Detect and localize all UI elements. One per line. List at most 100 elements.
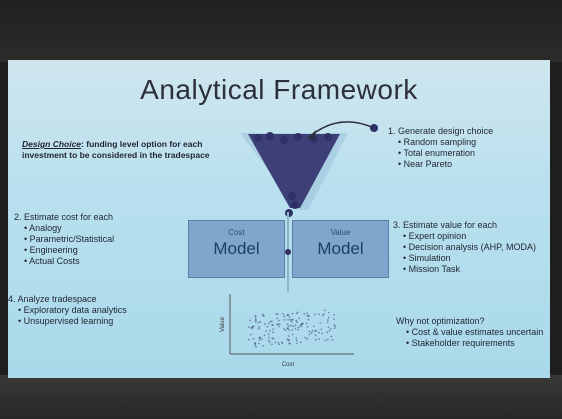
scatter-point bbox=[247, 326, 250, 328]
scatter-point bbox=[292, 325, 295, 328]
scatter-point bbox=[333, 313, 335, 316]
list-item: Cost & value estimates uncertain bbox=[406, 327, 546, 338]
scatter-point bbox=[310, 331, 313, 334]
list-item: Mission Task bbox=[403, 264, 545, 275]
scatter-point bbox=[278, 325, 280, 328]
funnel-dot bbox=[254, 134, 262, 142]
scatter-point bbox=[300, 325, 302, 328]
scatter-point bbox=[321, 314, 324, 317]
scatter-point bbox=[254, 342, 256, 345]
room-background-bottom bbox=[0, 375, 562, 419]
scatter-point bbox=[303, 313, 306, 315]
scatter-point bbox=[306, 337, 309, 340]
scatter-point bbox=[287, 339, 290, 341]
scatter-point bbox=[283, 315, 286, 318]
scatter-point bbox=[258, 328, 260, 330]
scatter-point bbox=[254, 316, 257, 319]
list-item: Near Pareto bbox=[398, 159, 548, 170]
scatter-point bbox=[271, 343, 273, 346]
scatter-point bbox=[323, 309, 326, 312]
funnel-dot bbox=[324, 133, 332, 141]
value-model-box: Value Model bbox=[292, 220, 389, 278]
scatter-point bbox=[278, 343, 281, 346]
funnel-shape bbox=[248, 134, 340, 208]
scatter-point bbox=[287, 325, 290, 328]
cost-model-small-label: Cost bbox=[228, 228, 245, 237]
scatter-point bbox=[326, 331, 329, 334]
step4-heading: 4. Analyze tradespace bbox=[8, 294, 97, 304]
scatter-point bbox=[294, 327, 297, 330]
step1-block: 1. Generate design choice Random samplin… bbox=[388, 126, 548, 170]
scatter-point bbox=[291, 333, 294, 336]
scatter-point bbox=[308, 315, 310, 317]
list-item: Unsupervised learning bbox=[18, 316, 188, 327]
scatter-point bbox=[267, 339, 270, 342]
scatter-point bbox=[297, 328, 299, 331]
scatter-point bbox=[313, 325, 315, 327]
scatter-point bbox=[320, 328, 323, 331]
scatter-point bbox=[268, 336, 270, 339]
scatter-point bbox=[331, 339, 334, 341]
step3-block: 3. Estimate value for each Expert opinio… bbox=[393, 220, 545, 275]
funnel-dot bbox=[294, 133, 302, 141]
scatter-point bbox=[290, 319, 293, 321]
scatter-point bbox=[305, 322, 308, 325]
scatter-point bbox=[295, 319, 298, 322]
scatter-point bbox=[277, 342, 280, 344]
scatter-point bbox=[306, 312, 309, 315]
value-model-label: Model bbox=[317, 239, 364, 258]
model-connector-dot bbox=[285, 249, 291, 255]
scatter-point bbox=[328, 329, 331, 332]
scatter-point bbox=[319, 322, 322, 324]
scatter-point bbox=[296, 321, 299, 324]
list-item: Simulation bbox=[403, 253, 545, 264]
scatter-point bbox=[333, 324, 336, 327]
scatter-point bbox=[300, 341, 302, 344]
scatter-point bbox=[254, 318, 257, 321]
scatter-point bbox=[259, 336, 261, 339]
scatter-point bbox=[263, 323, 266, 325]
scatter-y-label: Value bbox=[220, 316, 226, 332]
scatter-point bbox=[295, 337, 298, 340]
list-item: Random sampling bbox=[398, 137, 548, 148]
scatter-point bbox=[269, 320, 272, 323]
list-item: Parametric/Statistical bbox=[24, 234, 184, 245]
value-model-small-label: Value bbox=[330, 228, 351, 237]
scatter-point bbox=[254, 320, 257, 323]
scatter-point bbox=[287, 335, 290, 337]
scatter-point bbox=[257, 342, 260, 345]
list-item: Engineering bbox=[24, 245, 184, 256]
scatter-point bbox=[306, 314, 309, 317]
scatter-point bbox=[298, 317, 301, 320]
scatter-point bbox=[281, 341, 283, 344]
scatter-point bbox=[327, 319, 329, 322]
funnel-diagram bbox=[240, 121, 378, 292]
scatter-point bbox=[323, 313, 325, 316]
scatter-point bbox=[266, 325, 269, 328]
arrow-head-icon bbox=[308, 130, 316, 140]
scatter-x-label: Cost bbox=[282, 362, 295, 368]
scatter-point bbox=[334, 325, 337, 328]
scatter-point bbox=[327, 316, 330, 319]
scatter-point bbox=[249, 319, 252, 322]
design-choice-description: : funding level option for each investme… bbox=[22, 139, 210, 160]
scatter-point bbox=[283, 318, 286, 321]
step1-heading: 1. Generate design choice bbox=[388, 126, 494, 136]
scatter-point bbox=[251, 325, 254, 328]
scatter-point bbox=[270, 320, 273, 323]
scatter-point bbox=[247, 338, 250, 341]
scatter-point bbox=[297, 326, 300, 329]
list-item: Actual Costs bbox=[24, 256, 184, 267]
scatter-point bbox=[328, 311, 330, 314]
scatter-point bbox=[250, 326, 253, 329]
list-item: Expert opinion bbox=[403, 231, 545, 242]
scatter-point bbox=[333, 327, 336, 330]
scatter-point bbox=[278, 319, 280, 322]
why-heading: Why not optimization? bbox=[396, 316, 485, 326]
scatter-point bbox=[278, 323, 281, 326]
scatter-point bbox=[287, 318, 289, 321]
scatter-point bbox=[289, 343, 291, 345]
scatter-point bbox=[257, 321, 260, 324]
scatter-point bbox=[318, 338, 320, 341]
scatter-point bbox=[308, 333, 311, 336]
